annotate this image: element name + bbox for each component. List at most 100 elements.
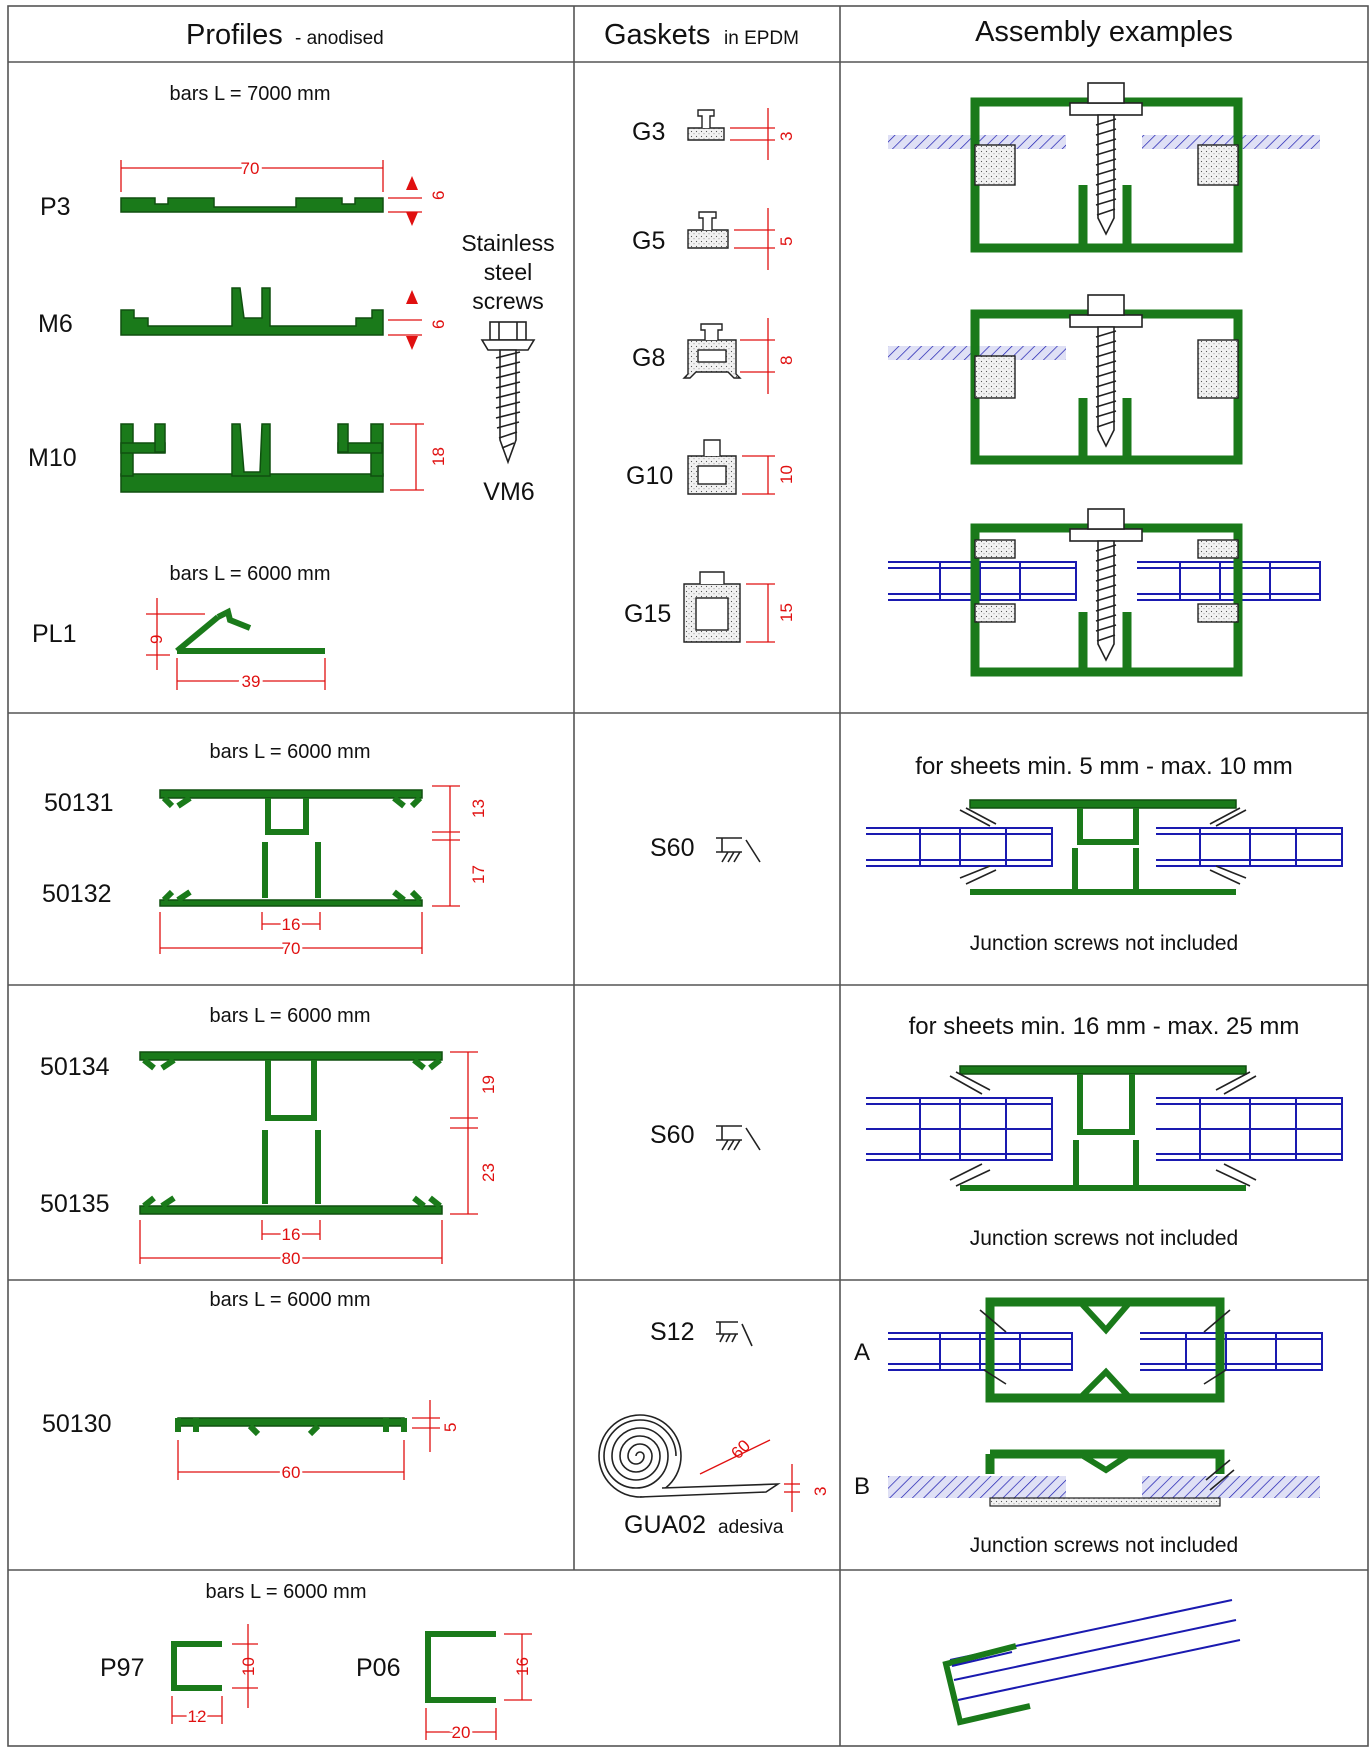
gasket-g15: G15 15 bbox=[624, 571, 796, 643]
row-4: bars L = 6000 mm 50130 5 60 S12 60 bbox=[42, 1289, 1323, 1557]
gasket-code-gua02: GUA02 bbox=[624, 1511, 706, 1539]
assembly-p-profile-cap bbox=[942, 1599, 1241, 1726]
bars-length-label: bars L = 7000 mm bbox=[169, 83, 330, 105]
dim-p3-length: 70 bbox=[241, 159, 260, 178]
dimension-r3: 19 23 16 80 bbox=[139, 1051, 498, 1271]
header-assembly: Assembly examples bbox=[975, 16, 1233, 48]
dimension-p97: 10 12 bbox=[171, 1624, 258, 1729]
gasket-code-s60-r3: S60 bbox=[650, 1121, 694, 1149]
gasket-s12-icon bbox=[716, 1321, 753, 1347]
row-1: bars L = 7000 mm P3 70 6 M6 bbox=[28, 82, 1321, 694]
assembly-m10-example-1 bbox=[888, 82, 1320, 253]
profile-code-50135: 50135 bbox=[40, 1190, 110, 1218]
screw-vm6-drawing bbox=[480, 321, 536, 465]
profile-code-m10: M10 bbox=[28, 444, 77, 472]
assembly-label-b: B bbox=[854, 1473, 870, 1500]
profile-p97-drawing bbox=[171, 1641, 222, 1691]
screw-code: VM6 bbox=[483, 478, 534, 506]
dim-p06-height: 16 bbox=[513, 1657, 532, 1676]
dim-r3-inner: 16 bbox=[282, 1225, 301, 1244]
dim-m6-height: 6 bbox=[429, 320, 448, 329]
dim-g3: 3 bbox=[777, 132, 796, 141]
dim-gua02-thickness: 3 bbox=[811, 1487, 830, 1496]
profile-code-p3: P3 bbox=[40, 193, 71, 221]
header-gaskets: Gaskets bbox=[604, 19, 710, 51]
gasket-g8: G8 8 bbox=[632, 318, 796, 394]
profile-50131-drawing bbox=[159, 789, 423, 835]
gasket-g10: G10 10 bbox=[626, 439, 796, 495]
dim-50135-height: 23 bbox=[479, 1163, 498, 1182]
profile-code-50130: 50130 bbox=[42, 1410, 112, 1438]
dim-g10: 10 bbox=[777, 465, 796, 484]
assembly-caption-r2: for sheets min. 5 mm - max. 10 mm bbox=[915, 753, 1292, 780]
row-5: bars L = 6000 mm P97 10 12 P06 16 2 bbox=[100, 1581, 1241, 1745]
gasket-g3: G3 3 bbox=[632, 108, 796, 160]
gasket-code-g3: G3 bbox=[632, 118, 665, 146]
gasket-code-g8: G8 bbox=[632, 344, 665, 372]
assembly-m10-example-3 bbox=[888, 508, 1321, 677]
dim-r3-width: 80 bbox=[282, 1249, 301, 1268]
profile-code-pl1: PL1 bbox=[32, 620, 76, 648]
dim-p97-width: 12 bbox=[188, 1707, 207, 1726]
header-profiles-sub: - anodised bbox=[295, 28, 384, 49]
profile-m6-drawing bbox=[120, 287, 384, 336]
table-grid bbox=[7, 5, 1369, 1747]
gasket-gua02-sub: adesiva bbox=[718, 1517, 784, 1538]
dimension-m6-height: 6 bbox=[388, 290, 448, 350]
dim-p06-width: 20 bbox=[452, 1723, 471, 1742]
profile-pl1-drawing bbox=[175, 607, 325, 654]
profile-code-50131: 50131 bbox=[44, 789, 114, 817]
dim-50130-height: 5 bbox=[441, 1423, 460, 1432]
profile-code-p97: P97 bbox=[100, 1654, 144, 1682]
dim-50134-height: 19 bbox=[479, 1075, 498, 1094]
table-header: Profiles - anodised Gaskets in EPDM Asse… bbox=[186, 16, 1233, 51]
header-gaskets-sub: in EPDM bbox=[724, 28, 799, 49]
assembly-m10-example-2 bbox=[888, 294, 1243, 465]
gasket-code-g10: G10 bbox=[626, 462, 673, 490]
assembly-50134-drawing bbox=[866, 1065, 1343, 1191]
row-2: bars L = 6000 mm 50131 50132 13 17 16 bbox=[42, 741, 1343, 961]
assembly-note-r2: Junction screws not included bbox=[970, 932, 1238, 955]
profile-code-50134: 50134 bbox=[40, 1053, 110, 1081]
dim-r2-inner: 16 bbox=[282, 915, 301, 934]
profile-50134-drawing bbox=[139, 1051, 443, 1121]
assembly-50130-b bbox=[888, 1449, 1320, 1507]
assembly-50131-drawing bbox=[866, 799, 1343, 895]
profile-50135-drawing bbox=[139, 1130, 443, 1215]
dim-50132-height: 17 bbox=[469, 865, 488, 884]
dimension-p3-height: 6 bbox=[388, 176, 448, 226]
profile-m10-drawing bbox=[120, 423, 384, 493]
bars-length-label-r5: bars L = 6000 mm bbox=[205, 1581, 366, 1603]
screws-label-line3: screws bbox=[472, 288, 544, 314]
profile-50132-drawing bbox=[159, 842, 423, 907]
dim-50131-height: 13 bbox=[469, 799, 488, 818]
assembly-50130-a bbox=[888, 1297, 1323, 1403]
dimension-pl1: 9 39 bbox=[146, 598, 326, 694]
dimension-r2: 13 17 16 70 bbox=[159, 785, 488, 961]
screws-label-line1: Stainless bbox=[461, 230, 554, 256]
dimension-m10-height: 18 bbox=[390, 423, 448, 491]
row-3: bars L = 6000 mm 50134 50135 19 23 16 bbox=[40, 1005, 1343, 1271]
assembly-caption-r3: for sheets min. 16 mm - max. 25 mm bbox=[909, 1013, 1300, 1040]
dimension-p06: 16 20 bbox=[425, 1633, 532, 1745]
profile-p3-drawing bbox=[120, 197, 384, 213]
dim-50130-width: 60 bbox=[282, 1463, 301, 1482]
dim-pl1-length: 39 bbox=[242, 672, 261, 691]
assembly-label-a: A bbox=[854, 1339, 870, 1366]
bars-length-label-pl1: bars L = 6000 mm bbox=[169, 563, 330, 585]
gasket-code-s12: S12 bbox=[650, 1318, 694, 1346]
profile-code-m6: M6 bbox=[38, 310, 73, 338]
header-profiles: Profiles bbox=[186, 19, 283, 51]
gasket-g5: G5 5 bbox=[632, 208, 796, 270]
profile-code-50132: 50132 bbox=[42, 880, 112, 908]
assembly-note-r3: Junction screws not included bbox=[970, 1227, 1238, 1250]
dim-p3-height: 6 bbox=[429, 191, 448, 200]
dim-pl1-height: 9 bbox=[147, 635, 166, 644]
gasket-code-g5: G5 bbox=[632, 227, 665, 255]
dim-p97-height: 10 bbox=[239, 1657, 258, 1676]
assembly-note-r4: Junction screws not included bbox=[970, 1534, 1238, 1557]
gasket-gua02-roll: 60 3 bbox=[598, 1414, 830, 1512]
profile-p06-drawing bbox=[425, 1631, 496, 1703]
bars-length-label-r2: bars L = 6000 mm bbox=[209, 741, 370, 763]
